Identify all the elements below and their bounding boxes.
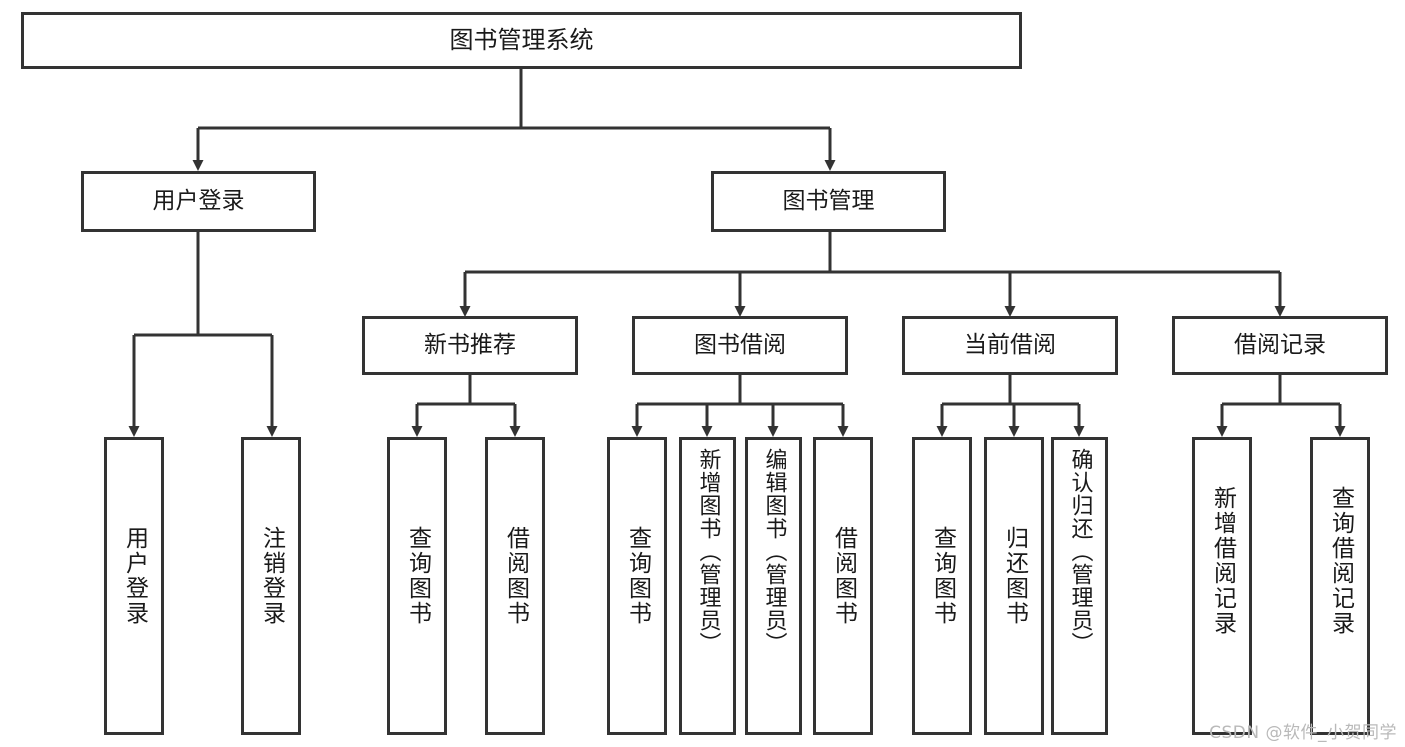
node-borrow-record-label: 借阅记录 — [1234, 331, 1326, 358]
node-new-book-rec[interactable]: 新书推荐 — [362, 316, 578, 375]
node-leaf-user-logout-label: 注销登录 — [258, 526, 285, 626]
node-leaf-query-book-1-label: 查询图书 — [404, 526, 431, 626]
node-book-borrow[interactable]: 图书借阅 — [632, 316, 848, 375]
node-leaf-query-book-3-label: 查询图书 — [929, 526, 956, 626]
node-new-book-rec-label: 新书推荐 — [424, 331, 516, 358]
node-leaf-return-book-label: 归还图书 — [1001, 526, 1028, 626]
node-leaf-borrow-book-2-label: 借阅图书 — [830, 526, 857, 626]
node-leaf-query-book-1[interactable]: 查询图书 — [387, 437, 447, 735]
node-current-borrow-label: 当前借阅 — [964, 331, 1056, 358]
node-root-label: 图书管理系统 — [449, 26, 594, 55]
node-leaf-edit-book-label: 编辑图书（管理员） — [761, 448, 787, 655]
csdn-watermark: CSDN @软件_小贺同学 — [1209, 723, 1397, 743]
node-leaf-user-login-label: 用户登录 — [121, 526, 148, 626]
node-leaf-user-logout[interactable]: 注销登录 — [241, 437, 301, 735]
node-leaf-add-book[interactable]: 新增图书（管理员） — [679, 437, 736, 735]
node-leaf-add-record-label: 新增借阅记录 — [1209, 486, 1236, 636]
node-book-borrow-label: 图书借阅 — [694, 331, 786, 358]
node-leaf-query-record[interactable]: 查询借阅记录 — [1310, 437, 1370, 735]
node-leaf-confirm-return[interactable]: 确认归还（管理员） — [1051, 437, 1108, 735]
node-book-manage[interactable]: 图书管理 — [711, 171, 946, 232]
node-current-borrow[interactable]: 当前借阅 — [902, 316, 1118, 375]
node-leaf-return-book[interactable]: 归还图书 — [984, 437, 1044, 735]
node-leaf-add-record[interactable]: 新增借阅记录 — [1192, 437, 1252, 735]
node-leaf-borrow-book-1[interactable]: 借阅图书 — [485, 437, 545, 735]
node-book-manage-label: 图书管理 — [782, 187, 875, 214]
node-user-login-label: 用户登录 — [152, 187, 245, 214]
node-leaf-edit-book[interactable]: 编辑图书（管理员） — [745, 437, 802, 735]
node-leaf-query-record-label: 查询借阅记录 — [1327, 486, 1354, 636]
node-leaf-query-book-2[interactable]: 查询图书 — [607, 437, 667, 735]
node-borrow-record[interactable]: 借阅记录 — [1172, 316, 1388, 375]
node-leaf-add-book-label: 新增图书（管理员） — [695, 448, 721, 655]
node-user-login[interactable]: 用户登录 — [81, 171, 316, 232]
node-leaf-confirm-return-label: 确认归还（管理员） — [1067, 448, 1093, 655]
node-leaf-user-login[interactable]: 用户登录 — [104, 437, 164, 735]
node-leaf-query-book-2-label: 查询图书 — [624, 526, 651, 626]
node-leaf-query-book-3[interactable]: 查询图书 — [912, 437, 972, 735]
node-leaf-borrow-book-2[interactable]: 借阅图书 — [813, 437, 873, 735]
node-leaf-borrow-book-1-label: 借阅图书 — [502, 526, 529, 626]
node-root-system[interactable]: 图书管理系统 — [21, 12, 1022, 69]
